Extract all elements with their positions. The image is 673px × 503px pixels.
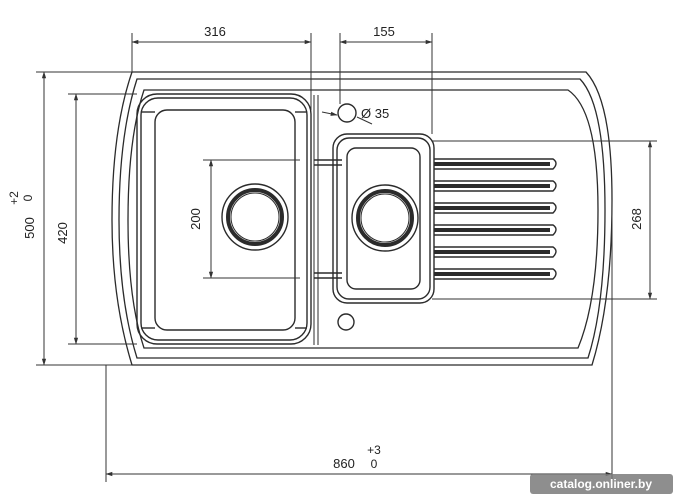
sink-outer-outline — [111, 71, 613, 366]
dim-bowl-height-label: 420 — [55, 222, 70, 244]
sink-rim-outline — [127, 89, 599, 349]
overflow-channel — [313, 95, 342, 345]
main-bowl — [136, 93, 312, 345]
dim-bowl-width — [131, 33, 312, 110]
dim-total-width-label: 860 — [333, 456, 355, 471]
dim-total-height-label: 500 — [22, 217, 37, 239]
dim-bowl-width-label: 316 — [204, 24, 226, 39]
dim-drain-spacing — [203, 159, 300, 279]
dim-total-height-tol-minus: 0 — [21, 194, 35, 201]
dim-drainer-bowl-height — [432, 140, 657, 300]
dim-drainer-bowl-height-label: 268 — [629, 208, 644, 230]
watermark-bg — [530, 474, 673, 494]
dim-bowl-height — [68, 93, 137, 345]
main-drain — [221, 183, 289, 251]
dim-drainer-width-label: 155 — [373, 24, 395, 39]
dim-total-width-tol-plus: +3 — [367, 443, 381, 457]
main-bowl-outer — [136, 93, 312, 345]
dim-total-width-tol-minus: 0 — [371, 457, 378, 471]
overflow-hole — [337, 313, 355, 331]
dim-drain-spacing-label: 200 — [188, 208, 203, 230]
watermark: catalog.onliner.by — [550, 477, 652, 491]
dim-drainer-width — [339, 33, 433, 134]
dim-total-width — [105, 200, 613, 482]
second-bowl-inner — [346, 147, 421, 290]
dim-tap-hole — [321, 111, 373, 125]
second-drain — [351, 184, 419, 252]
dim-total-height — [36, 71, 132, 366]
second-bowl — [332, 133, 435, 304]
tap-hole — [337, 103, 357, 123]
dim-total-height-tol-plus: +2 — [7, 191, 21, 205]
dim-tap-hole-label: Ø 35 — [361, 106, 389, 121]
second-bowl-outer — [332, 133, 435, 304]
drainer-ribs — [434, 158, 557, 280]
sink-inner-outline — [118, 78, 606, 359]
sink-body — [111, 71, 613, 366]
main-bowl-inner — [154, 109, 296, 331]
